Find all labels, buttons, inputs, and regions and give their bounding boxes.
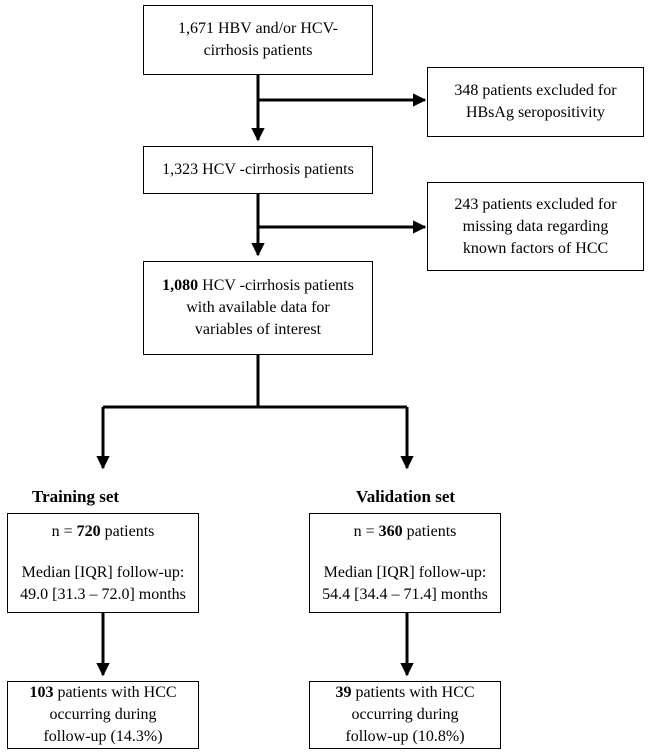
training-hcc-line3: follow-up (14.3%) <box>43 728 163 745</box>
initial-line2: cirrhosis patients <box>203 42 313 59</box>
box-validation-hcc: 39 patients with HCC occurring during fo… <box>309 681 501 749</box>
training-set-label: Training set <box>32 487 120 506</box>
training-n-count: 720 <box>76 522 101 540</box>
validation-n-prefix: n = <box>353 522 379 540</box>
excluded-hbsag-line2: HBsAg seropositivity <box>465 104 606 121</box>
excluded-missing-line3: known factors of HCC <box>462 239 609 257</box>
box-excluded-hbsag: 348 patients excluded for HBsAg seroposi… <box>427 67 644 137</box>
box-training-set: n = 720 patients Median [IQR] follow-up:… <box>7 513 199 613</box>
excluded-missing-line2: missing data regarding <box>462 217 609 235</box>
training-hcc-line1: 103 patients with HCC <box>29 682 176 704</box>
validation-hcc-line3: follow-up (10.8%) <box>345 728 465 745</box>
training-hcc-line1-rest: patients with HCC <box>53 684 177 701</box>
validation-n-suffix: patients <box>402 522 457 540</box>
final-cohort-line1: 1,080 HCV -cirrhosis patients <box>162 275 354 297</box>
training-n-prefix: n = <box>51 522 77 540</box>
excluded-missing-line1: 243 patients excluded for <box>454 195 617 213</box>
validation-n-count: 360 <box>378 522 403 540</box>
validation-hcc-count: 39 <box>335 684 352 701</box>
initial-line1: 1,671 HBV and/or HCV- <box>177 20 338 37</box>
validation-set-label: Validation set <box>356 487 456 506</box>
excluded-hbsag-line1: 348 patients excluded for <box>454 82 617 99</box>
box-initial-patients: 1,671 HBV and/or HCV- cirrhosis patients <box>143 5 373 75</box>
final-cohort-count: 1,080 <box>162 277 199 294</box>
box-final-cohort: 1,080 HCV -cirrhosis patients with avail… <box>143 261 373 355</box>
box-hcv-cirrhosis: 1,323 HCV -cirrhosis patients <box>143 146 373 194</box>
final-cohort-line3: variables of interest <box>194 321 322 338</box>
training-followup-line2: 49.0 [31.3 – 72.0] months <box>20 585 186 603</box>
box-training-hcc: 103 patients with HCC occurring during f… <box>7 681 199 749</box>
hcv-cirrhosis-line1: 1,323 HCV -cirrhosis patients <box>162 161 354 178</box>
final-cohort-line2: with available data for <box>186 299 330 316</box>
box-excluded-missing: 243 patients excluded for missing data r… <box>427 182 644 271</box>
validation-hcc-line1-rest: patients with HCC <box>351 684 475 701</box>
validation-n: n = 360 patients <box>354 521 457 543</box>
validation-followup-line2: 54.4 [34.4 – 71.4] months <box>322 585 488 603</box>
validation-hcc-line2: occurring during <box>351 706 459 723</box>
validation-hcc-line1: 39 patients with HCC <box>335 682 474 704</box>
training-n: n = 720 patients <box>52 521 155 543</box>
training-followup-line1: Median [IQR] follow-up: <box>21 563 185 581</box>
training-hcc-line2: occurring during <box>49 706 157 723</box>
validation-followup-line1: Median [IQR] follow-up: <box>323 563 487 581</box>
training-n-suffix: patients <box>100 522 155 540</box>
training-hcc-count: 103 <box>29 684 54 701</box>
box-validation-set: n = 360 patients Median [IQR] follow-up:… <box>309 513 501 613</box>
final-cohort-line1-rest: HCV -cirrhosis patients <box>198 277 354 294</box>
